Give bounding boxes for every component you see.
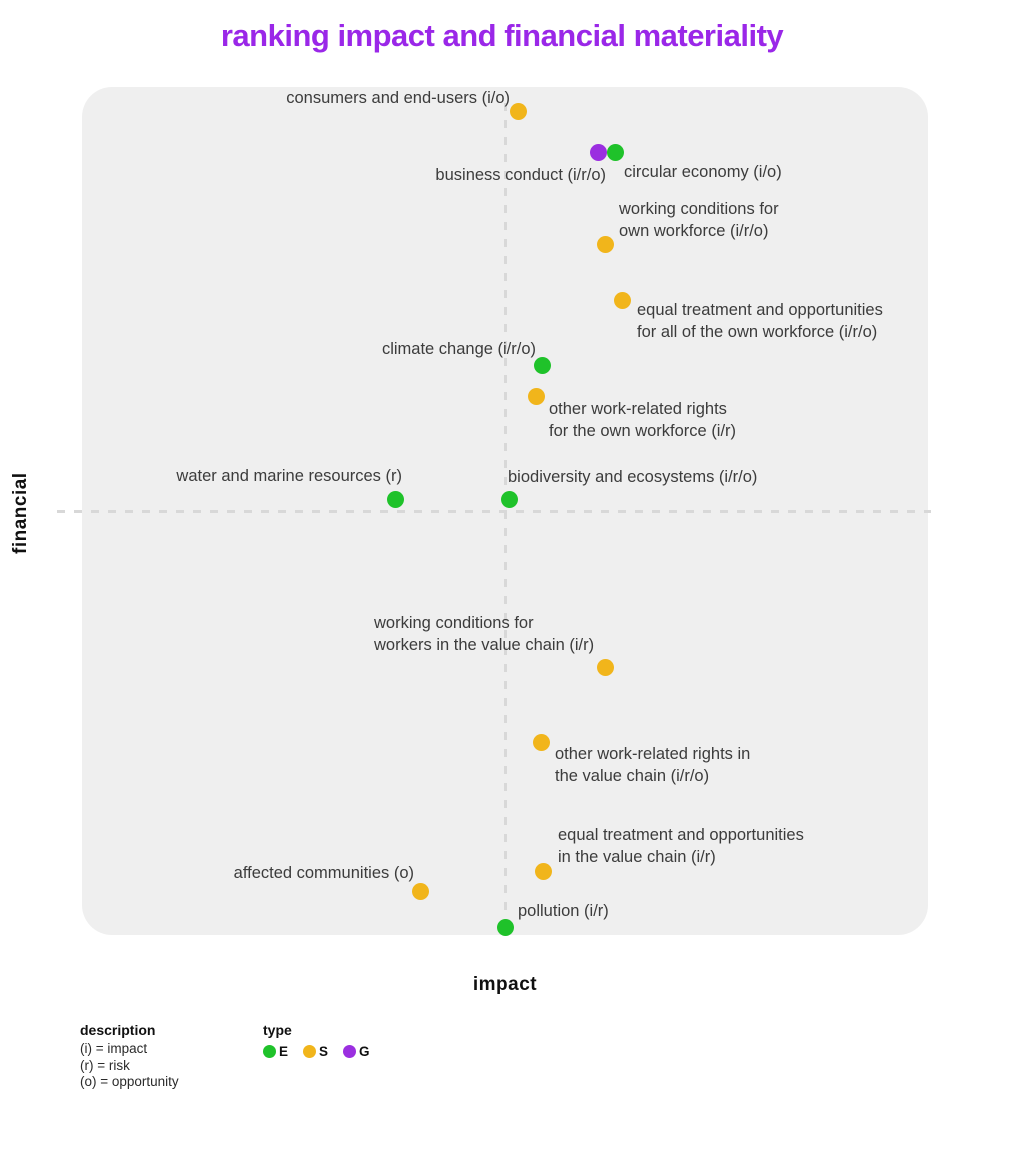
legend-description-impact: (i) = impact <box>80 1041 148 1056</box>
legend-label-e: E <box>279 1044 289 1059</box>
legend-description-heading: description <box>80 1022 156 1038</box>
data-point-water-marine-resources <box>386 490 404 508</box>
data-point-other-rights-value-chain <box>532 733 550 751</box>
data-point-biodiversity-ecosystems <box>500 490 518 508</box>
data-point-equal-treatment-own-workforce <box>613 291 631 309</box>
legend-dot-s <box>303 1045 317 1058</box>
data-point-label-circular-economy: circular economy (i/o) <box>624 163 782 181</box>
legend-dot-e <box>263 1045 276 1058</box>
horizontal-crosshair-line <box>57 510 931 513</box>
data-point-label-water-marine-resources: water and marine resources (r) <box>176 467 402 485</box>
data-point-circular-economy <box>606 143 624 161</box>
vertical-crosshair-line <box>504 103 507 933</box>
data-point-pollution <box>496 918 514 936</box>
y-axis-label: financial <box>10 472 31 554</box>
data-point-working-conditions-value-chain <box>596 658 614 676</box>
legend-label-g: G <box>359 1044 370 1059</box>
data-point-label-business-conduct: business conduct (i/r/o) <box>435 166 606 184</box>
legend-type-item-s: S <box>303 1044 328 1059</box>
legend-description-risk: (r) = risk <box>80 1057 130 1073</box>
data-point-label-pollution: pollution (i/r) <box>518 902 609 920</box>
data-point-business-conduct <box>589 143 607 161</box>
data-point-other-rights-own-workforce <box>527 387 545 405</box>
data-point-label-biodiversity-ecosystems: biodiversity and ecosystems (i/r/o) <box>508 468 758 486</box>
page-title: ranking impact and financial materiality <box>220 18 784 53</box>
legend-type-item-e: E <box>263 1044 288 1059</box>
data-point-climate-change <box>533 356 551 374</box>
data-point-label-affected-communities: affected communities (o) <box>233 864 414 882</box>
legend-type-item-g: G <box>343 1044 370 1059</box>
data-point-consumers-end-users <box>509 102 527 120</box>
data-point-label-climate-change: climate change (i/r/o) <box>381 340 536 358</box>
legend-description-opportunity: (o) = opportunity <box>80 1074 179 1089</box>
legend-label-s: S <box>319 1044 329 1059</box>
legend-type-heading: type <box>263 1022 292 1038</box>
legend-description: description (i) = impact (r) = risk (o) … <box>80 1022 179 1091</box>
legend-type: type E S G <box>263 1022 370 1059</box>
data-point-affected-communities <box>411 882 429 900</box>
data-point-working-conditions-own-workforce <box>596 235 614 253</box>
legend-dot-g <box>343 1045 357 1058</box>
data-point-label-consumers-end-users: consumers and end-users (i/o) <box>286 89 510 107</box>
data-point-equal-treatment-value-chain <box>534 862 552 880</box>
x-axis-label: impact <box>472 974 538 995</box>
